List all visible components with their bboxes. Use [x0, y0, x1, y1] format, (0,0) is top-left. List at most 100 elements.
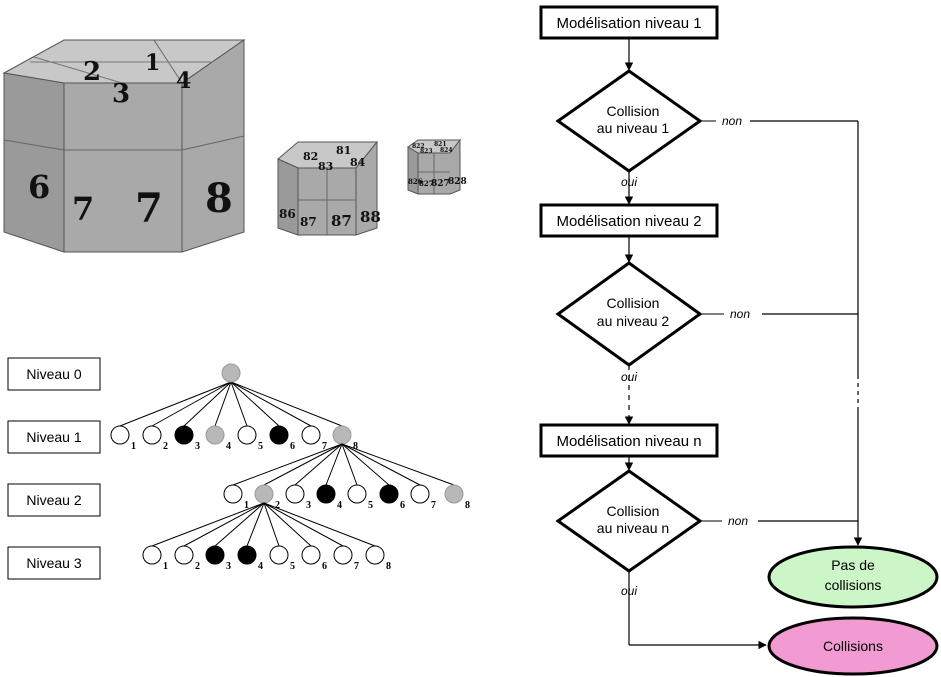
level3-node — [333, 545, 353, 565]
level-1-label: Niveau 1 — [26, 429, 81, 445]
level-0-box — [7, 357, 101, 391]
level2-node — [223, 484, 243, 504]
level2-node — [316, 484, 336, 504]
collision-level-2-line1: Collision — [607, 295, 660, 311]
large-cube-front-label: 7 — [135, 185, 163, 232]
large-cube: 2 1 3 4 6 7 7 8 — [2, 39, 246, 253]
tree-edge — [214, 502, 265, 547]
level1-node — [332, 425, 352, 445]
small-cube-left-label: 827 — [419, 179, 434, 188]
level1-node-number: 7 — [322, 441, 327, 452]
collision-level-n-line1: Collision — [607, 503, 660, 519]
small-cube-front-label: 827 — [431, 179, 450, 189]
large-cube-top-label: 4 — [176, 68, 191, 94]
level2-node — [410, 484, 430, 504]
level1-node — [142, 425, 162, 445]
small-cube-front-label: 828 — [448, 177, 467, 187]
level2-node — [347, 484, 367, 504]
non-label-2: non — [730, 307, 750, 321]
large-cube-top-label: 3 — [112, 79, 130, 109]
tree-edge — [183, 381, 232, 427]
level3-node-number: 4 — [258, 561, 263, 572]
tree-edge — [246, 502, 265, 547]
tree-edge — [214, 381, 232, 427]
level1-node — [301, 425, 321, 445]
level1-node — [174, 425, 194, 445]
model-level-n-label: Modélisation niveau n — [556, 433, 701, 450]
collisions-ellipse — [767, 616, 939, 676]
tree-edge — [183, 502, 265, 547]
collision-level-1-line1: Collision — [607, 103, 660, 119]
level3-node — [205, 545, 225, 565]
level2-node — [254, 484, 274, 504]
level2-node-number: 5 — [368, 500, 373, 511]
medium-cube-front-label: 88 — [360, 208, 381, 226]
level2-node-number: 2 — [275, 500, 280, 511]
level2-node — [379, 484, 399, 504]
collision-level-1-line2: au niveau 1 — [597, 120, 670, 136]
tree-edge — [341, 443, 390, 486]
level3-node-number: 3 — [226, 561, 231, 572]
tree-edge — [230, 381, 280, 427]
tree-edge — [230, 381, 343, 427]
medium-cube-top-label: 81 — [336, 144, 351, 157]
large-cube-front-label: 8 — [205, 175, 233, 222]
level1-node-number: 5 — [258, 441, 263, 452]
level1-node — [205, 425, 225, 445]
large-cube-left-label: 7 — [72, 190, 94, 228]
tree-edge — [263, 502, 280, 547]
medium-cube-front-label: 87 — [331, 212, 352, 230]
non-label-1: non — [722, 114, 742, 128]
tree-level-labels: Niveau 0 Niveau 1 Niveau 2 Niveau 3 — [7, 357, 101, 580]
level2-node-number: 7 — [431, 500, 436, 511]
level1-node-number: 3 — [195, 441, 200, 452]
no-collision-line2: collisions — [825, 577, 882, 593]
medium-cube-left-label: 87 — [300, 215, 317, 229]
level3-node — [269, 545, 289, 565]
medium-cube: 82 81 83 84 86 87 87 88 — [277, 140, 381, 236]
collision-level-2-line2: au niveau 2 — [597, 313, 670, 329]
level1-node-number: 2 — [163, 441, 168, 452]
tree-edge — [341, 443, 358, 486]
level3-node-number: 5 — [290, 561, 295, 572]
flowchart: Modélisation niveau 1 Collision au nivea… — [539, 5, 939, 676]
level2-node — [444, 484, 464, 504]
medium-cube-top-label: 84 — [350, 156, 366, 169]
level-2-box — [7, 483, 101, 517]
tree-edge — [263, 502, 376, 547]
level1-node-number: 8 — [353, 441, 358, 452]
level3-node — [301, 545, 321, 565]
tree-edge — [263, 502, 344, 547]
level2-node-number: 6 — [400, 500, 405, 511]
level-1-box — [7, 420, 101, 454]
level2-node — [285, 484, 305, 504]
small-cube-left-label: 826 — [408, 177, 423, 186]
level1-node-number: 6 — [290, 441, 295, 452]
level-3-label: Niveau 3 — [26, 555, 81, 571]
small-cube-top-label: 822 — [412, 143, 425, 150]
tree-edge — [230, 381, 248, 427]
level1-node — [269, 425, 289, 445]
small-cube-top-label: 824 — [440, 147, 453, 154]
level-2-label: Niveau 2 — [26, 492, 81, 508]
tree-edge — [151, 502, 265, 547]
level-0-label: Niveau 0 — [26, 366, 81, 382]
level1-node — [110, 425, 130, 445]
level-3-box — [7, 546, 101, 580]
collision-level-n-line2: au niveau n — [597, 520, 669, 536]
large-cube-top-label: 2 — [83, 57, 101, 87]
level3-node — [237, 545, 257, 565]
tree-edge — [341, 443, 455, 486]
medium-cube-top-label: 83 — [318, 160, 333, 173]
model-level-2-label: Modélisation niveau 2 — [556, 213, 701, 230]
tree-root-node — [221, 363, 241, 383]
level1-node-number: 1 — [131, 441, 136, 452]
level3-node-number: 7 — [354, 561, 359, 572]
collisions-label: Collisions — [823, 638, 883, 654]
level2-node-number: 3 — [306, 500, 311, 511]
level3-node-number: 2 — [195, 561, 200, 572]
medium-cube-top-label: 82 — [303, 150, 318, 163]
level3-node — [142, 545, 162, 565]
